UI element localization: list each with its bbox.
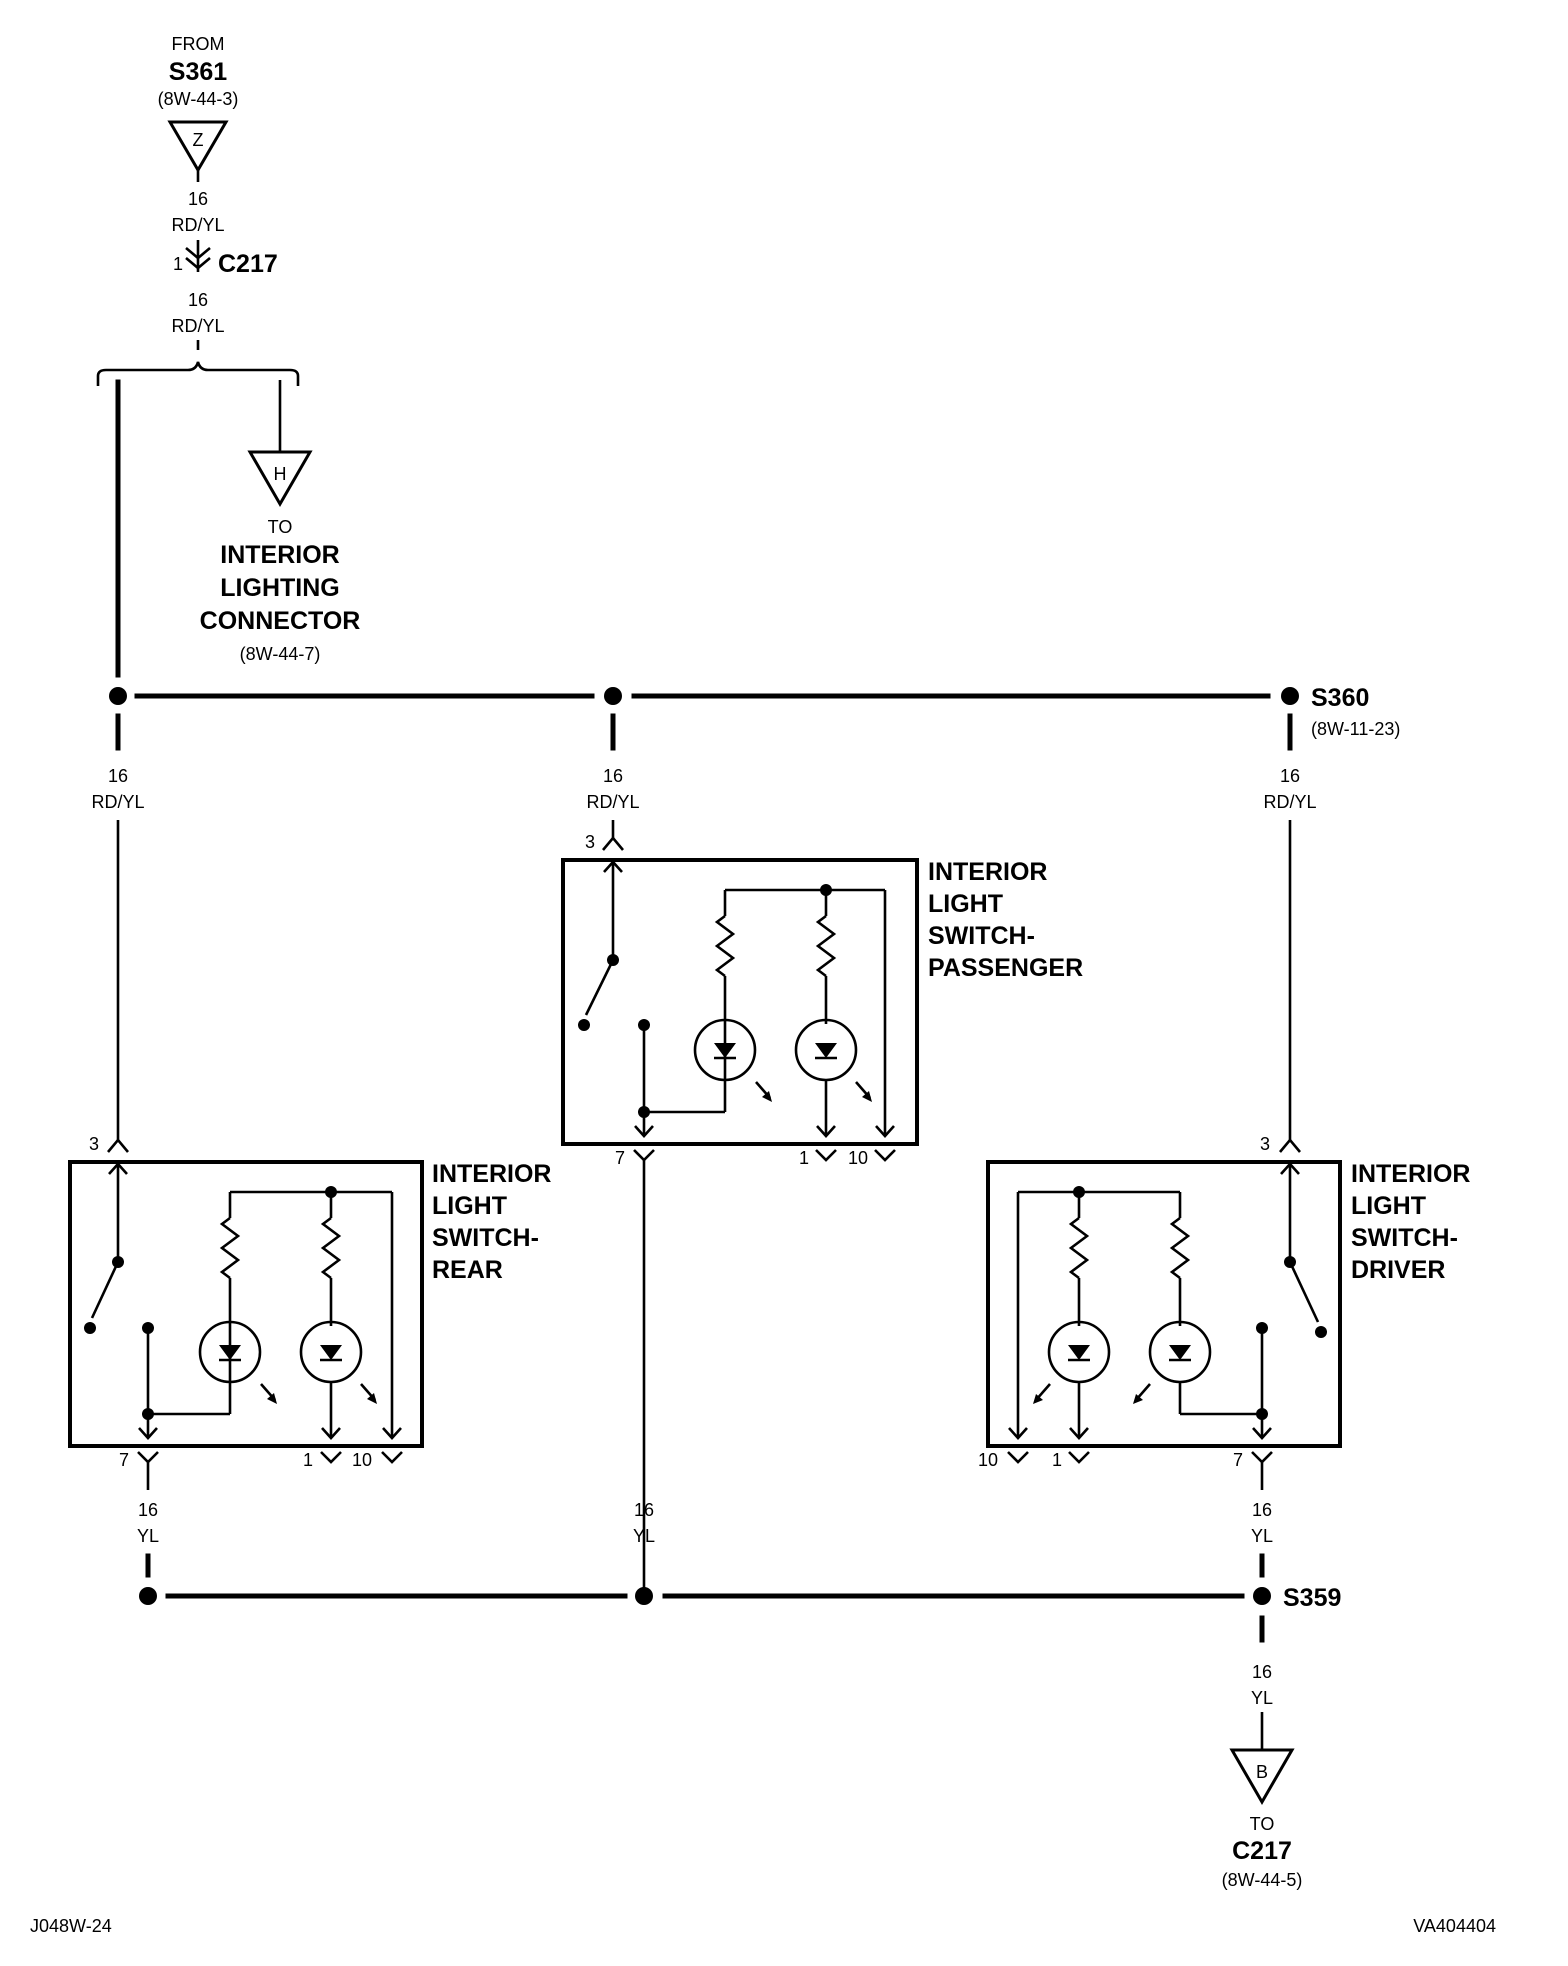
s359-name: S359 [1283, 1584, 1341, 1612]
c217-dest-pin: B [1256, 1762, 1268, 1782]
s360-name: S360 [1311, 684, 1369, 712]
passenger-switch-box [561, 858, 919, 1146]
passenger-label-1: INTERIOR [928, 858, 1047, 886]
lighting-connector-line2: LIGHTING [220, 574, 339, 602]
wire-left-bot-color: YL [137, 1526, 159, 1546]
wire-mid-bot-gauge: 16 [634, 1500, 654, 1520]
wire-mid-top-color: RD/YL [586, 792, 639, 812]
driver-label-4: DRIVER [1351, 1256, 1445, 1284]
passenger-label-4: PASSENGER [928, 954, 1083, 982]
rear-pin-b: 10 [352, 1450, 372, 1470]
wire-right-bot-color: YL [1251, 1526, 1273, 1546]
passenger-pin-b: 10 [848, 1148, 868, 1168]
splice-dot-s360 [1281, 687, 1299, 705]
lighting-connector-line1: INTERIOR [220, 541, 339, 569]
footer-left: J048W-24 [30, 1916, 112, 1936]
s361-ref: (8W-44-3) [158, 89, 239, 109]
splice-dot-bot-left [139, 1587, 157, 1605]
wire-final-color: YL [1251, 1688, 1273, 1708]
wire-top-2-color: RD/YL [171, 316, 224, 336]
lighting-connector-pin: H [274, 464, 287, 484]
interior-light-switch-passenger: 3 INTERIOR LIGHT SWITCH- PASSENGER [561, 832, 1083, 1590]
wire-right-top-color: RD/YL [1263, 792, 1316, 812]
passenger-pin-out: 7 [615, 1148, 625, 1168]
c217-dest-to: TO [1250, 1814, 1275, 1834]
wire-left-bot-gauge: 16 [138, 1500, 158, 1520]
rear-label-2: LIGHT [432, 1192, 507, 1220]
s361-source: FROM S361 (8W-44-3) Z [158, 34, 239, 173]
rear-pin-a: 1 [303, 1450, 313, 1470]
driver-pin-in: 3 [1260, 1134, 1270, 1154]
wire-mid-top-gauge: 16 [603, 766, 623, 786]
lighting-connector-to: TO [268, 517, 293, 537]
driver-label-2: LIGHT [1351, 1192, 1426, 1220]
c217-inline-pin: 1 [173, 254, 183, 274]
s360-ref: (8W-11-23) [1311, 719, 1400, 739]
c217-inline-name: C217 [218, 250, 278, 278]
interior-light-switch-rear: 3 INTERIOR LIGHT SWITCH- REAR [68, 1134, 551, 1490]
interior-lighting-connector: H TO INTERIOR LIGHTING CONNECTOR (8W-44-… [200, 450, 361, 664]
driver-pin-in-icon [1279, 1137, 1301, 1153]
wire-left-top-gauge: 16 [108, 766, 128, 786]
interior-light-switch-driver: 3 INTERIOR LIGHT SWITCH- DRIVER [978, 1134, 1470, 1490]
passenger-label-3: SWITCH- [928, 922, 1035, 950]
rear-switch-box [68, 1160, 424, 1448]
passenger-pin-in: 3 [585, 832, 595, 852]
wire-top-1-color: RD/YL [171, 215, 224, 235]
passenger-label-2: LIGHT [928, 890, 1003, 918]
lighting-connector-ref: (8W-44-7) [240, 644, 321, 664]
wire-top-1-gauge: 16 [188, 189, 208, 209]
splice-brace [96, 361, 300, 386]
c217-inline-connector: 1 C217 [173, 240, 278, 278]
rear-pin-in-icon [107, 1137, 129, 1153]
c217-dest-ref: (8W-44-5) [1222, 1870, 1303, 1890]
lighting-connector-line3: CONNECTOR [200, 607, 361, 635]
wire-right-top-gauge: 16 [1280, 766, 1300, 786]
lighting-connector-icon [247, 450, 313, 508]
rear-label-1: INTERIOR [432, 1160, 551, 1188]
driver-pin-out: 7 [1233, 1450, 1243, 1470]
rear-label-4: REAR [432, 1256, 503, 1284]
footer-right: VA404404 [1413, 1916, 1496, 1936]
driver-label-3: SWITCH- [1351, 1224, 1458, 1252]
rear-pin-out: 7 [119, 1450, 129, 1470]
splice-dot-mid [604, 687, 622, 705]
passenger-pin-in-icon [602, 835, 624, 851]
splice-dot-bot-mid [635, 1587, 653, 1605]
wire-right-bot-gauge: 16 [1252, 1500, 1272, 1520]
wire-left-top-color: RD/YL [91, 792, 144, 812]
wire-mid-bot-color: YL [633, 1526, 655, 1546]
driver-pin-a: 1 [1052, 1450, 1062, 1470]
s361-name: S361 [169, 58, 227, 86]
driver-pin-b: 10 [978, 1450, 998, 1470]
splice-dot-left [109, 687, 127, 705]
c217-destination: B TO C217 (8W-44-5) [1222, 1748, 1303, 1890]
passenger-pin-a: 1 [799, 1148, 809, 1168]
driver-label-1: INTERIOR [1351, 1160, 1470, 1188]
s361-pin: Z [193, 130, 204, 150]
from-label: FROM [172, 34, 225, 54]
driver-switch-box [986, 1160, 1342, 1448]
wire-top-2-gauge: 16 [188, 290, 208, 310]
wire-final-gauge: 16 [1252, 1662, 1272, 1682]
c217-dest-name: C217 [1232, 1837, 1292, 1865]
rear-pin-in: 3 [89, 1134, 99, 1154]
splice-dot-s359 [1253, 1587, 1271, 1605]
s361-connector-icon [167, 120, 229, 173]
c217-dest-connector-icon [1229, 1748, 1295, 1806]
rear-label-3: SWITCH- [432, 1224, 539, 1252]
